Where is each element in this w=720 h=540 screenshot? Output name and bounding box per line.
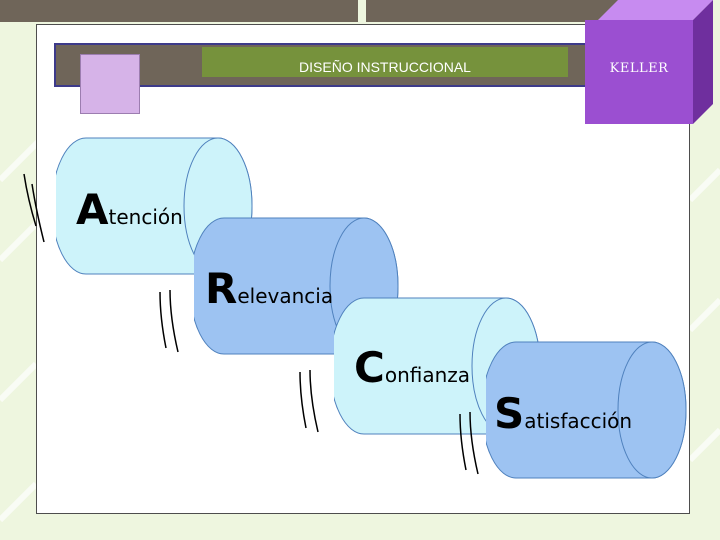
stage-label-relevancia: Relevancia (205, 268, 333, 310)
cylinder-satisfaccion (486, 341, 687, 479)
motion-marks-confianza (299, 369, 319, 433)
stage-rest: atisfacción (524, 409, 633, 433)
stage-label-atencion: Atención (76, 189, 183, 231)
decorative-square (80, 54, 140, 114)
motion-marks-satisfaccion (459, 411, 479, 475)
keller-label: KELLER (609, 61, 669, 76)
stage-rest: elevancia (237, 284, 334, 308)
keller-cube (585, 0, 713, 124)
motion-marks-relevancia (159, 289, 179, 353)
stage-initial: C (354, 343, 385, 392)
stage-label-confianza: Confianza (354, 347, 470, 389)
motion-marks-atencion (23, 173, 45, 243)
stage-initial: S (494, 389, 525, 438)
stage-initial: R (205, 264, 238, 313)
stage-rest: onfianza (384, 363, 471, 387)
stage-rest: tención (108, 205, 183, 229)
header-title: DISEÑO INSTRUCCIONAL (202, 47, 568, 77)
stage-label-satisfaccion: Satisfacción (494, 393, 632, 435)
top-frame-bar-left (0, 0, 358, 22)
top-frame-bar-right (366, 0, 648, 22)
stage-initial: A (76, 185, 109, 234)
